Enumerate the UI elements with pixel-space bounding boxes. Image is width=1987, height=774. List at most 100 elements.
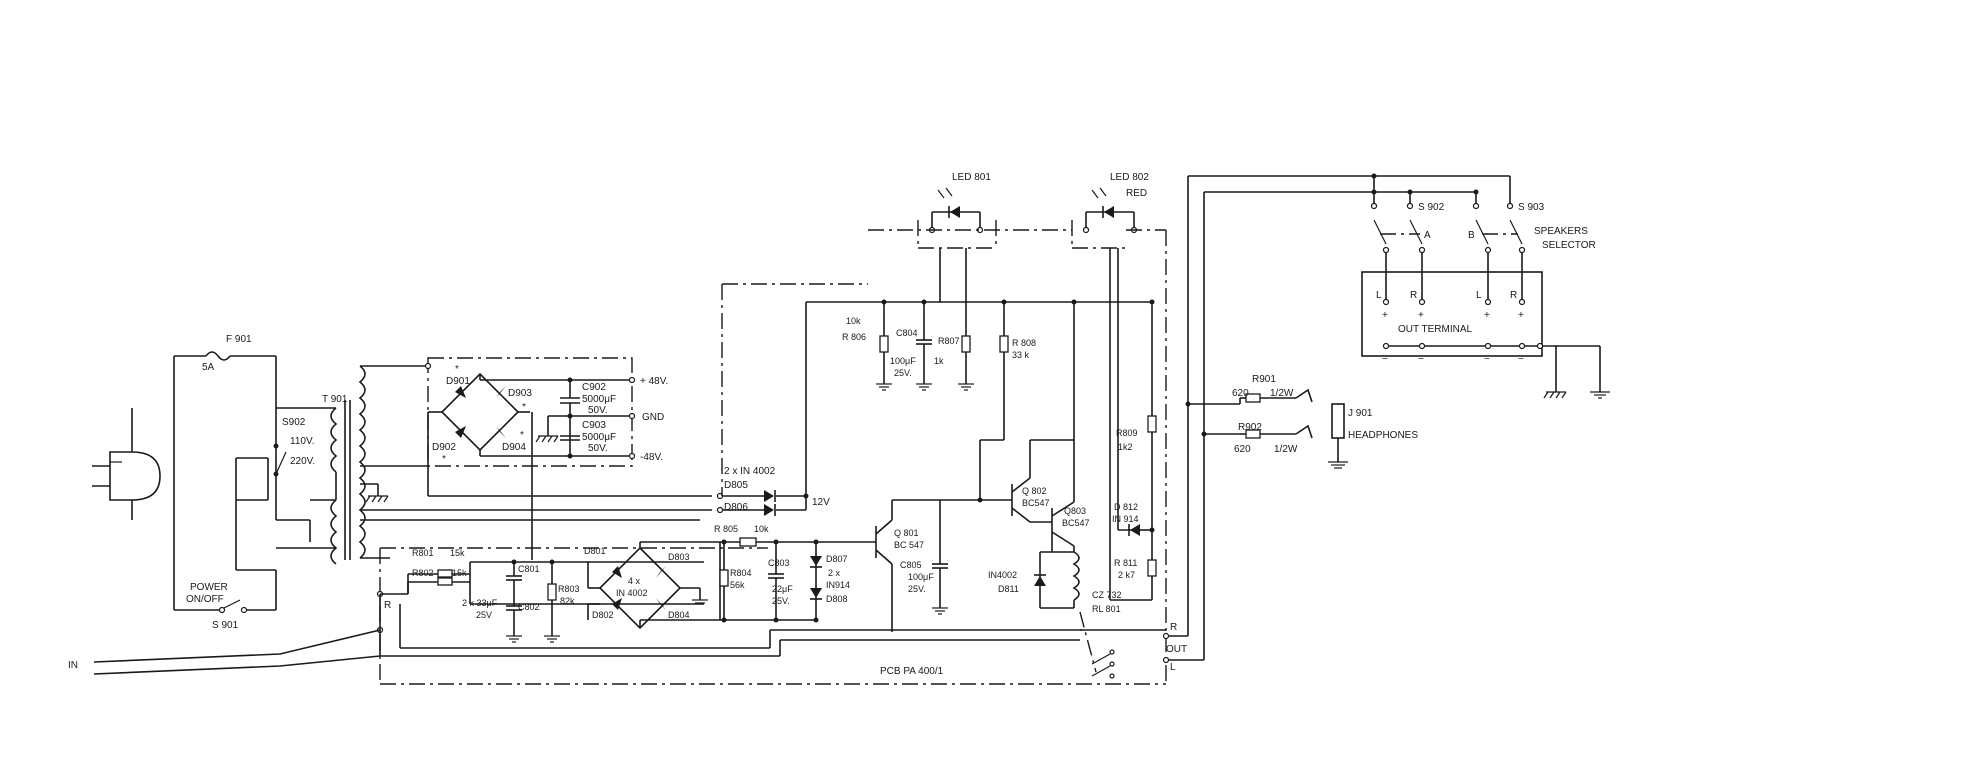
in-r-label: R xyxy=(384,600,391,611)
d807-qty: 2 x xyxy=(828,568,841,578)
term-plus-3: + xyxy=(1484,310,1490,321)
c804-voltage: 25V. xyxy=(894,368,912,378)
d808-ref: D808 xyxy=(826,594,848,604)
v12-label: 12V xyxy=(812,497,830,508)
q802-ref: Q 802 xyxy=(1022,486,1047,496)
d802-label: D802 xyxy=(592,610,614,620)
d904-label: D904 xyxy=(502,442,526,453)
c805-value: 100μF xyxy=(908,572,934,582)
term-plus-2: + xyxy=(1418,310,1424,321)
j901-label: HEADPHONES xyxy=(1348,430,1418,441)
r902-value: 620 xyxy=(1234,444,1251,455)
out-label: OUT xyxy=(1166,644,1187,655)
term-minus-2: − xyxy=(1418,354,1424,365)
c802-value: 2 x 33μF xyxy=(462,598,498,608)
transformer-t901: T 901 xyxy=(276,365,712,565)
r902-power: 1/2W xyxy=(1274,444,1298,455)
d807-part: IN914 xyxy=(826,580,850,590)
r803-body xyxy=(547,583,557,601)
j901-ref: J 901 xyxy=(1348,408,1373,419)
d811-ref: D811 xyxy=(998,584,1019,594)
d806-label: D806 xyxy=(724,502,748,513)
out-r: R xyxy=(1170,622,1177,633)
term-r2: R xyxy=(1510,290,1517,301)
out-terminal-block: L R L R + + + + OUT TERMINAL − − − − xyxy=(1361,271,1610,399)
rail-components: 10k R 806 C804 100μF 25V. R807 1k R 808 … xyxy=(842,299,1036,440)
d902-label: D902 xyxy=(432,442,456,453)
r807-body xyxy=(961,335,971,353)
d812-ref: D 812 xyxy=(1114,502,1138,512)
term-minus-1: − xyxy=(1382,354,1388,365)
d801-label: D801 xyxy=(584,546,606,556)
led-801: LED 801 xyxy=(917,172,997,302)
c902-ref: C902 xyxy=(582,382,606,393)
term-label: OUT TERMINAL xyxy=(1398,324,1473,335)
bridge-part: IN 4002 xyxy=(616,588,648,598)
r809-value: 1k2 xyxy=(1118,442,1133,452)
headphone-section: R901 620 1/2W R902 620 1/2W J 901 HEADPH… xyxy=(1185,374,1418,469)
relay-ref: RL 801 xyxy=(1092,604,1121,614)
relay-part: CZ 732 xyxy=(1092,590,1122,600)
term-minus-3: − xyxy=(1484,354,1490,365)
c805-ref: C805 xyxy=(900,560,922,570)
rail-gnd: GND xyxy=(642,412,664,423)
d807-ref: D807 xyxy=(826,554,848,564)
term-plus-1: + xyxy=(1382,310,1388,321)
c902-voltage: 50V. xyxy=(588,405,608,416)
v110-label: 110V. xyxy=(290,436,314,447)
r811-ref: R 811 xyxy=(1114,558,1137,568)
c903-ref: C903 xyxy=(582,420,606,431)
q802-part: BC547 xyxy=(1022,498,1050,508)
c801-ref: C801 xyxy=(518,564,540,574)
term-plus-4: + xyxy=(1518,310,1524,321)
q801-ref: Q 801 xyxy=(894,528,919,538)
d811-part: IN4002 xyxy=(988,570,1017,580)
fuse-f901: F 901 5A xyxy=(173,334,276,610)
switch-b-label: B xyxy=(1468,230,1475,241)
c803-ref: C803 xyxy=(768,558,790,568)
s902-ref: S902 xyxy=(282,417,306,428)
c903-voltage: 50V. xyxy=(588,443,608,454)
d803-label: D803 xyxy=(668,552,690,562)
q803-ref: Q803 xyxy=(1064,506,1086,516)
t901-ref: T 901 xyxy=(322,394,348,405)
term-l2: L xyxy=(1476,290,1482,301)
c903-value: 5000μF xyxy=(582,432,616,443)
r806-ref: R 806 xyxy=(842,332,866,342)
r806-body xyxy=(879,335,889,353)
r804-body xyxy=(719,569,729,587)
signal-input-section: PCB PA 400/1 R R801 15k R802 15k IN xyxy=(68,547,1166,685)
mark-4: * xyxy=(442,454,446,465)
q801-part: BC 547 xyxy=(894,540,924,550)
d805-label: D805 xyxy=(724,480,748,491)
speaker-selector: S 902 S 903 A B SPEAKERS SELECTOR xyxy=(1188,173,1596,300)
c803-value: 22μF xyxy=(772,584,793,594)
r806-value: 10k xyxy=(846,316,861,326)
signal-bridge: D801 D802 D803 D804 4 x IN 4002 xyxy=(584,541,720,630)
r809-d812-r811: R809 1k2 D 812 IN 914 R 811 2 k7 xyxy=(1110,299,1157,601)
selector-label-2: SELECTOR xyxy=(1542,240,1596,251)
r803-ref: R803 xyxy=(558,584,580,594)
r801-value: 15k xyxy=(450,548,465,558)
rail-pos: + 48V. xyxy=(640,376,668,387)
mark-3: * xyxy=(520,430,524,441)
fuse-ref: F 901 xyxy=(226,334,252,345)
transistors-q802-q803: Q 802 BC547 Q803 BC547 xyxy=(970,299,1090,547)
c805-voltage: 25V. xyxy=(908,584,926,594)
r801-ref: R801 xyxy=(412,548,434,558)
r901-power: 1/2W xyxy=(1270,388,1294,399)
c902-value: 5000μF xyxy=(582,394,616,405)
r801-body xyxy=(437,569,453,578)
term-l1: L xyxy=(1376,290,1382,301)
d901-label: D901 xyxy=(446,376,470,387)
r803-value: 82k xyxy=(560,596,575,606)
selector-label-1: SPEAKERS xyxy=(1534,226,1588,237)
rail-neg: -48V. xyxy=(640,452,663,463)
led801-ref: LED 801 xyxy=(952,172,991,183)
r802-ref: R802 xyxy=(412,568,434,578)
d903-label: D903 xyxy=(508,388,532,399)
in-label: IN xyxy=(68,660,78,671)
s901-ref: S 901 xyxy=(212,620,239,631)
r804-ref: R804 xyxy=(730,568,752,578)
r807-value: 1k xyxy=(934,356,944,366)
